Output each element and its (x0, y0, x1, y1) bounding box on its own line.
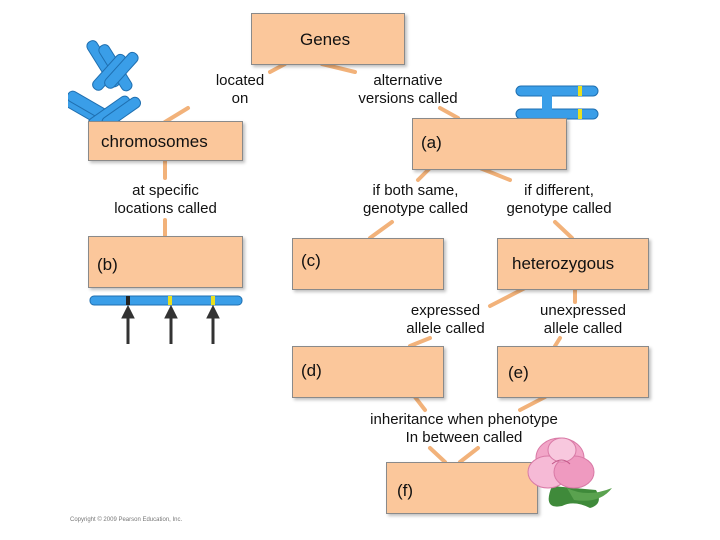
line-alternative-a (438, 106, 460, 120)
genes-box: Genes (251, 13, 405, 65)
line-genes-alternative (320, 62, 357, 74)
box-c: (c) (292, 238, 444, 290)
unexpressed-label: unexpressed allele called (540, 302, 626, 337)
box-d: (d) (292, 346, 444, 398)
line-expressed-d (408, 336, 432, 348)
box-f: (f) (386, 462, 538, 514)
expressed-label: expressed allele called (406, 302, 485, 337)
line-inheritance-f-left (428, 446, 447, 464)
locus-marker (211, 296, 215, 305)
chromosome-bar-icon (89, 295, 243, 306)
box-f-label: (f) (397, 481, 414, 500)
chromosomes-label: chromosomes (101, 132, 208, 151)
locus-marker (168, 296, 172, 305)
line-a-different (478, 166, 512, 182)
copyright-text: Copyright © 2009 Pearson Education, Inc. (70, 517, 183, 523)
if-same-label: if both same, genotype called (362, 182, 469, 217)
heterozygous-box: heterozygous (497, 238, 649, 290)
line-e-inheritance (518, 395, 547, 412)
line-inheritance-f-right (458, 446, 480, 464)
inheritance-label: inheritance when phenotype In between ca… (370, 411, 558, 446)
gene-loci-illustration (89, 295, 243, 344)
box-e-label: (e) (508, 363, 529, 382)
if-different-label: if different, genotype called (506, 182, 612, 217)
box-b-label: (b) (97, 255, 118, 274)
box-a: (a) (412, 118, 567, 170)
located-on-label: located on (215, 72, 265, 107)
locus-marker (126, 296, 130, 305)
line-d-inheritance (413, 395, 427, 412)
box-a-label: (a) (421, 133, 442, 152)
genes-label: Genes (300, 30, 351, 49)
box-b: (b) (88, 236, 243, 288)
line-same-c (368, 220, 394, 240)
alternative-versions-label: alternative versions called (358, 72, 458, 107)
line-unexpressed-e (553, 336, 562, 348)
line-hetero-expressed (488, 286, 527, 308)
line-genes-located (268, 62, 287, 74)
box-c-label: (c) (301, 251, 321, 270)
heterozygous-label: heterozygous (512, 254, 615, 273)
chromosome-pair-icon (68, 40, 141, 130)
chromosome-bands-icon (515, 85, 599, 120)
box-e: (e) (497, 346, 649, 398)
box-d-label: (d) (301, 361, 322, 380)
specific-locations-label: at specific locations called (114, 182, 217, 217)
line-different-hetero (553, 220, 574, 240)
pink-flower-icon (527, 437, 612, 508)
line-a-same (416, 166, 432, 182)
line-located-chromosomes (163, 106, 190, 124)
chromosomes-box: chromosomes (88, 121, 243, 161)
